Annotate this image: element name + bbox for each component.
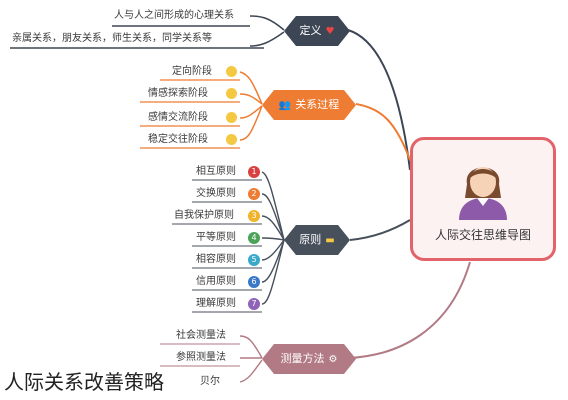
connector-def-2 <box>249 31 285 47</box>
connector-ms-3 <box>239 359 263 383</box>
connector-proc-2 <box>239 93 263 105</box>
definition-item-2: 亲属关系，朋友关系，师生关系，同学关系等 <box>12 33 212 44</box>
principle-6-label: 信用原则 <box>196 276 236 287</box>
center-topic[interactable]: 人际交往思维导图 <box>410 137 556 261</box>
gear-icon: ⚙ <box>328 354 338 365</box>
measurement-item-2: 参照测量法 <box>176 352 226 363</box>
process-item-3: 感情交流阶段 <box>148 112 208 123</box>
content-emoji-icon <box>226 88 237 99</box>
cool-emoji-icon <box>226 134 237 145</box>
measurement-item-3: 贝尔 <box>200 376 220 387</box>
connector-process <box>355 103 411 161</box>
measurement-item-1: 社会测量法 <box>176 330 226 341</box>
connector-proc-3 <box>239 105 263 119</box>
center-title: 人际交往思维导图 <box>434 228 531 242</box>
connector-pr-7 <box>261 239 285 305</box>
branch-measurement-label: 测量方法 <box>280 352 325 365</box>
connector-def-1 <box>249 15 285 31</box>
principle-1-label: 相互原则 <box>196 166 236 177</box>
principle-7-label: 理解原则 <box>196 298 236 309</box>
person-avatar-icon <box>459 167 507 220</box>
process-item-1: 定向阶段 <box>172 66 212 77</box>
branch-principles[interactable]: 原则▬ <box>284 225 350 255</box>
branch-principles-label: 原则 <box>299 233 322 246</box>
folder-icon: ▬ <box>325 235 335 246</box>
principle-4-label: 平等原则 <box>196 232 236 243</box>
branch-definition-label: 定义 <box>299 24 322 37</box>
principle-4-number: 4 <box>248 232 260 244</box>
definition-item-1: 人与人之间形成的心理关系 <box>114 10 234 21</box>
connector-proc-1 <box>239 71 263 105</box>
love-emoji-icon <box>226 112 237 123</box>
connector-pr-4 <box>261 237 285 241</box>
connector-measurement <box>349 261 471 359</box>
branch-process-label: 关系过程 <box>295 98 340 111</box>
people-icon: 👥 <box>278 100 292 111</box>
branch-measurement[interactable]: 测量方法⚙ <box>262 344 356 374</box>
process-item-4: 稳定交往阶段 <box>148 134 208 145</box>
connector-definition <box>347 29 411 171</box>
principle-7-number: 7 <box>248 298 260 310</box>
principle-3-number: 3 <box>248 210 260 222</box>
principle-2-label: 交换原则 <box>196 188 236 199</box>
image-caption: 人际关系改善策略 <box>4 370 164 394</box>
heart-icon: ♥ <box>325 26 335 37</box>
process-item-2: 情感探索阶段 <box>148 88 208 99</box>
principle-2-number: 2 <box>248 188 260 200</box>
connector-pr-3 <box>261 215 285 241</box>
connector-principles <box>349 219 411 241</box>
principle-3-label: 自我保护原则 <box>174 210 234 221</box>
connector-proc-4 <box>239 105 263 141</box>
connector-pr-1 <box>261 171 285 241</box>
connector-pr-2 <box>261 193 285 241</box>
connector-ms-1 <box>239 335 263 359</box>
branch-process[interactable]: 👥关系过程 <box>262 90 356 120</box>
principle-1-number: 1 <box>248 166 260 178</box>
connector-pr-6 <box>261 239 285 283</box>
connector-pr-5 <box>261 239 285 261</box>
principle-5-number: 5 <box>248 254 260 266</box>
principle-6-number: 6 <box>248 276 260 288</box>
branch-definition[interactable]: 定义♥ <box>284 16 350 46</box>
principle-5-label: 相容原则 <box>196 254 236 265</box>
smile-emoji-icon <box>226 66 237 77</box>
